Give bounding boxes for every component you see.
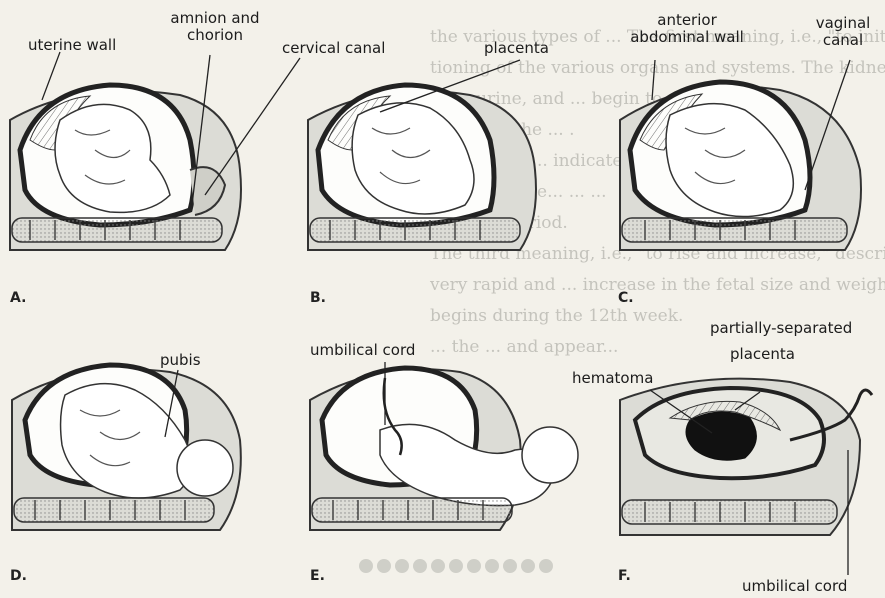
- label-partially-separated: partially-separated: [710, 320, 852, 337]
- label-umbilical-cord-e: umbilical cord: [310, 342, 415, 359]
- leader-uterine-wall: [42, 52, 60, 100]
- label-vaginal-line1: vaginal: [805, 15, 881, 32]
- panel-letter-c: C.: [618, 290, 634, 306]
- panel-a: [10, 52, 300, 250]
- panel-d: [12, 365, 241, 530]
- label-amnion-line1: amnion and: [170, 10, 260, 27]
- vertebrae-band: [14, 498, 214, 522]
- label-pubis: pubis: [160, 352, 201, 369]
- vertebrae-band: [312, 498, 512, 522]
- vertebrae-band: [622, 218, 847, 242]
- label-vaginal-line2: canal: [805, 32, 881, 49]
- panel-f: [620, 379, 872, 575]
- label-anterior-abdominal-wall: anterior abdominal wall: [612, 12, 762, 46]
- panel-c: [620, 60, 861, 250]
- panel-letter-d: D.: [10, 568, 27, 584]
- panel-e: [310, 362, 578, 530]
- fetal-head: [177, 440, 233, 496]
- panel-letter-e: E.: [310, 568, 325, 584]
- label-anterior-line1: anterior: [612, 12, 762, 29]
- newborn-head: [522, 427, 578, 483]
- label-amnion-line2: chorion: [170, 27, 260, 44]
- label-placenta-f: placenta: [730, 346, 795, 363]
- label-placenta: placenta: [484, 40, 549, 57]
- label-anterior-line2: abdominal wall: [612, 29, 762, 46]
- leader-abdominal-wall: [652, 60, 655, 100]
- label-vaginal-canal: vaginal canal: [805, 15, 881, 49]
- label-umbilical-cord-f: umbilical cord: [742, 578, 847, 595]
- vertebrae-band: [12, 218, 222, 242]
- label-uterine-wall: uterine wall: [28, 37, 116, 54]
- page-ornament: [359, 559, 553, 573]
- panel-letter-a: A.: [10, 290, 26, 306]
- label-amnion-and-chorion: amnion and chorion: [170, 10, 260, 44]
- panel-letter-f: F.: [618, 568, 631, 584]
- vertebrae-band: [622, 500, 837, 524]
- label-cervical-canal: cervical canal: [282, 40, 385, 57]
- panel-b: [308, 60, 536, 250]
- label-hematoma: hematoma: [572, 370, 653, 387]
- vertebrae-band: [310, 218, 520, 242]
- panel-letter-b: B.: [310, 290, 326, 306]
